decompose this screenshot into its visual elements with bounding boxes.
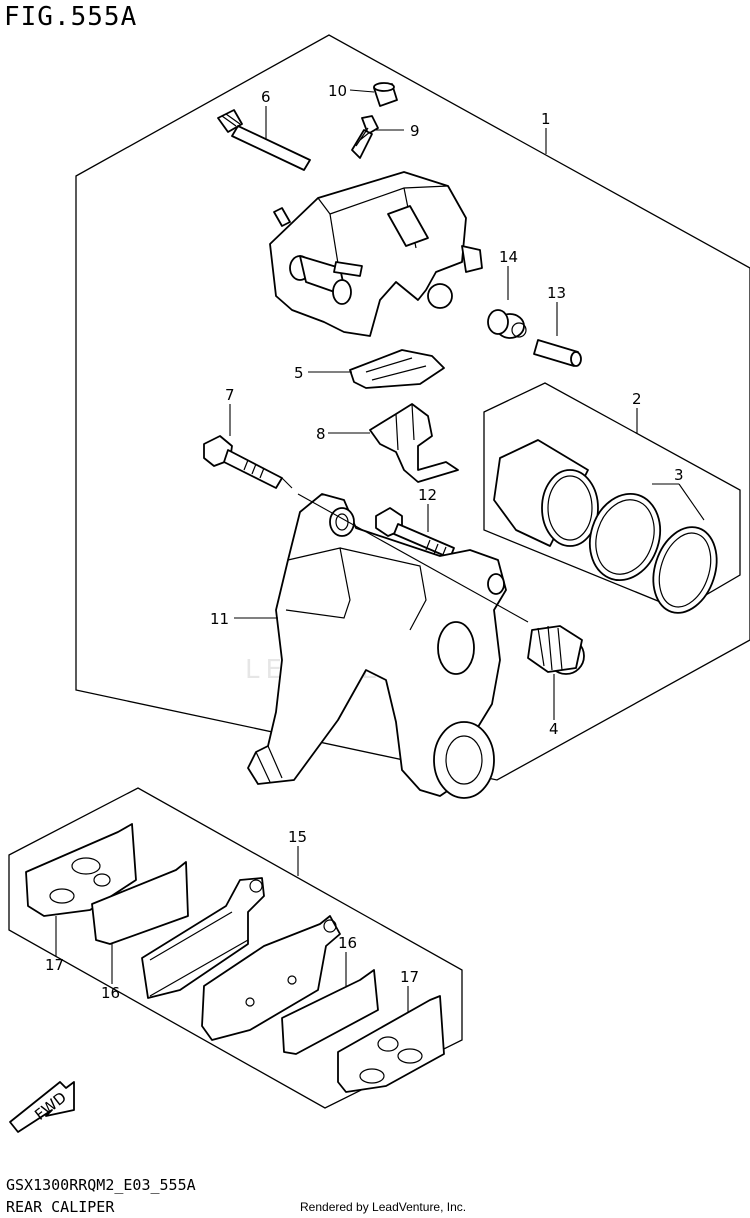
shim-right-outer — [337, 995, 445, 1093]
caliper-body — [269, 171, 483, 337]
pad-spring — [349, 349, 445, 389]
callout-15: 15 — [288, 828, 307, 846]
bleeder-valve — [351, 115, 379, 159]
callout-labels: 1 2 3 4 5 6 7 8 9 10 11 12 13 14 15 16 1… — [45, 82, 684, 1002]
callout-3: 3 — [674, 466, 684, 484]
piston-set-boundary — [483, 382, 741, 611]
sleeve — [533, 339, 582, 367]
forward-direction-arrow: FWD — [9, 1081, 75, 1133]
callout-16-right: 16 — [338, 934, 357, 952]
brake-pad-left — [141, 877, 265, 999]
callout-12: 12 — [418, 486, 437, 504]
piston — [493, 439, 599, 547]
mounting-bolt — [203, 435, 283, 489]
piston-seals — [589, 492, 718, 614]
figure-code: GSX1300RRQM2_E03_555A — [6, 1176, 196, 1194]
callout-7: 7 — [225, 386, 235, 404]
callout-9: 9 — [410, 122, 420, 140]
figure-title: FIG.555A — [4, 2, 138, 32]
callout-13: 13 — [547, 284, 566, 302]
callout-8: 8 — [316, 425, 326, 443]
caliper-bracket — [247, 493, 507, 799]
callout-5: 5 — [294, 364, 304, 382]
pin-boot — [527, 625, 585, 675]
callout-2: 2 — [632, 390, 642, 408]
leader-lines — [55, 89, 705, 1012]
callout-16-left: 16 — [101, 984, 120, 1002]
callout-11: 11 — [210, 610, 229, 628]
brake-pad-right — [201, 915, 341, 1041]
callout-4: 4 — [549, 720, 559, 738]
shim-right-inner — [281, 969, 379, 1055]
callout-10: 10 — [328, 82, 347, 100]
render-credit: Rendered by LeadVenture, Inc. — [300, 1200, 467, 1214]
pad-set-boundary — [8, 787, 463, 1109]
figure-name: REAR CALIPER — [6, 1198, 115, 1216]
callout-14: 14 — [499, 248, 518, 266]
shim-left-inner — [91, 861, 189, 945]
callout-1: 1 — [541, 110, 551, 128]
callout-17-left: 17 — [45, 956, 64, 974]
callout-17-right: 17 — [400, 968, 419, 986]
caliper-assembly-boundary — [75, 34, 750, 781]
bleeder-cap — [373, 82, 398, 107]
sleeve-seal — [487, 309, 527, 339]
slide-pin — [217, 109, 311, 171]
pad-retainer — [369, 403, 459, 483]
callout-6: 6 — [261, 88, 271, 106]
